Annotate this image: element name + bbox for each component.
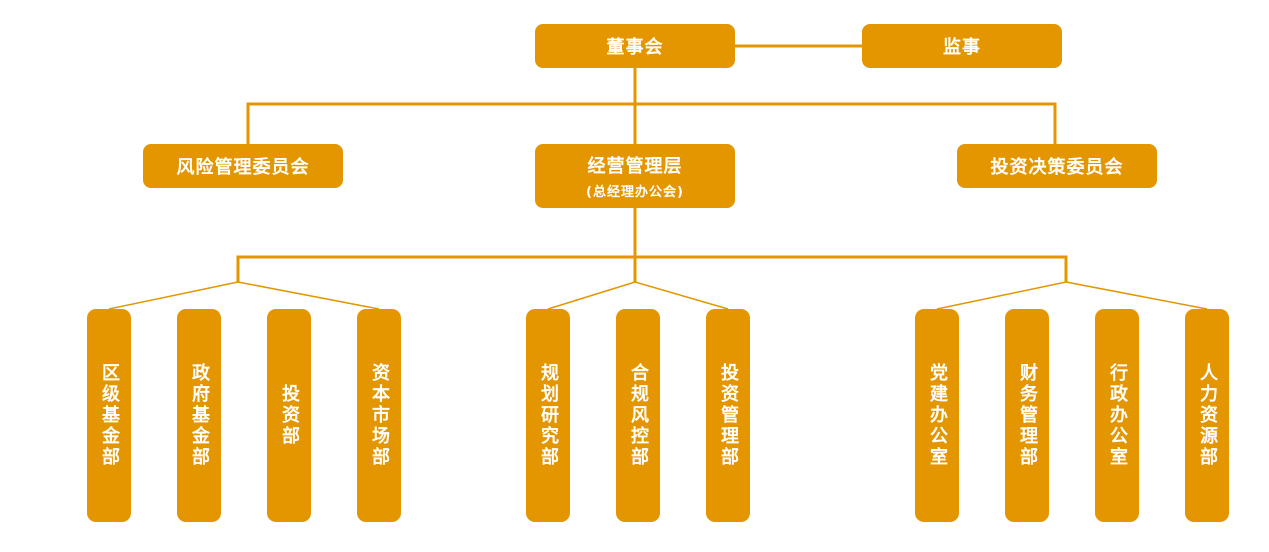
department-label: 投资部	[279, 384, 300, 447]
department-box: 合规风控部	[616, 309, 660, 522]
department-box: 人力资源部	[1185, 309, 1229, 522]
management-sublabel: (总经理办公会)	[586, 185, 684, 200]
department-box: 行政办公室	[1095, 309, 1139, 522]
department-box: 区级基金部	[87, 309, 131, 522]
department-label: 党建办公室	[927, 363, 948, 468]
department-label: 资本市场部	[369, 363, 390, 468]
department-box: 投资管理部	[706, 309, 750, 522]
supervisor-label: 监事	[943, 37, 981, 58]
investment-committee-label: 投资决策委员会	[990, 157, 1124, 178]
management-box: 经营管理层 (总经理办公会)	[535, 144, 735, 208]
fan-line	[1065, 281, 1208, 310]
department-label: 行政办公室	[1107, 363, 1128, 468]
department-label: 政府基金部	[189, 363, 210, 468]
fan-line	[108, 281, 239, 310]
department-box: 政府基金部	[177, 309, 221, 522]
department-label: 投资管理部	[718, 363, 739, 468]
board-box: 董事会	[535, 24, 735, 68]
department-label: 合规风控部	[628, 363, 649, 468]
department-box: 资本市场部	[357, 309, 401, 522]
fan-line	[547, 281, 636, 310]
risk-committee-box: 风险管理委员会	[143, 144, 343, 188]
committee-bus-connector	[246, 102, 1057, 144]
department-box: 财务管理部	[1005, 309, 1049, 522]
risk-committee-label: 风险管理委员会	[176, 157, 310, 178]
management-label: 经营管理层	[587, 156, 683, 177]
department-label: 区级基金部	[99, 363, 120, 468]
department-box: 规划研究部	[526, 309, 570, 522]
department-label: 规划研究部	[538, 363, 559, 468]
department-label: 人力资源部	[1197, 363, 1218, 468]
fan-line	[237, 281, 380, 310]
board-label: 董事会	[606, 37, 664, 58]
department-bus-connector	[236, 255, 1068, 282]
department-box: 党建办公室	[915, 309, 959, 522]
supervisor-box: 监事	[862, 24, 1062, 68]
fan-line	[936, 281, 1067, 310]
department-box: 投资部	[267, 309, 311, 522]
fan-line	[634, 281, 729, 310]
department-label: 财务管理部	[1017, 363, 1038, 468]
investment-committee-box: 投资决策委员会	[957, 144, 1157, 188]
